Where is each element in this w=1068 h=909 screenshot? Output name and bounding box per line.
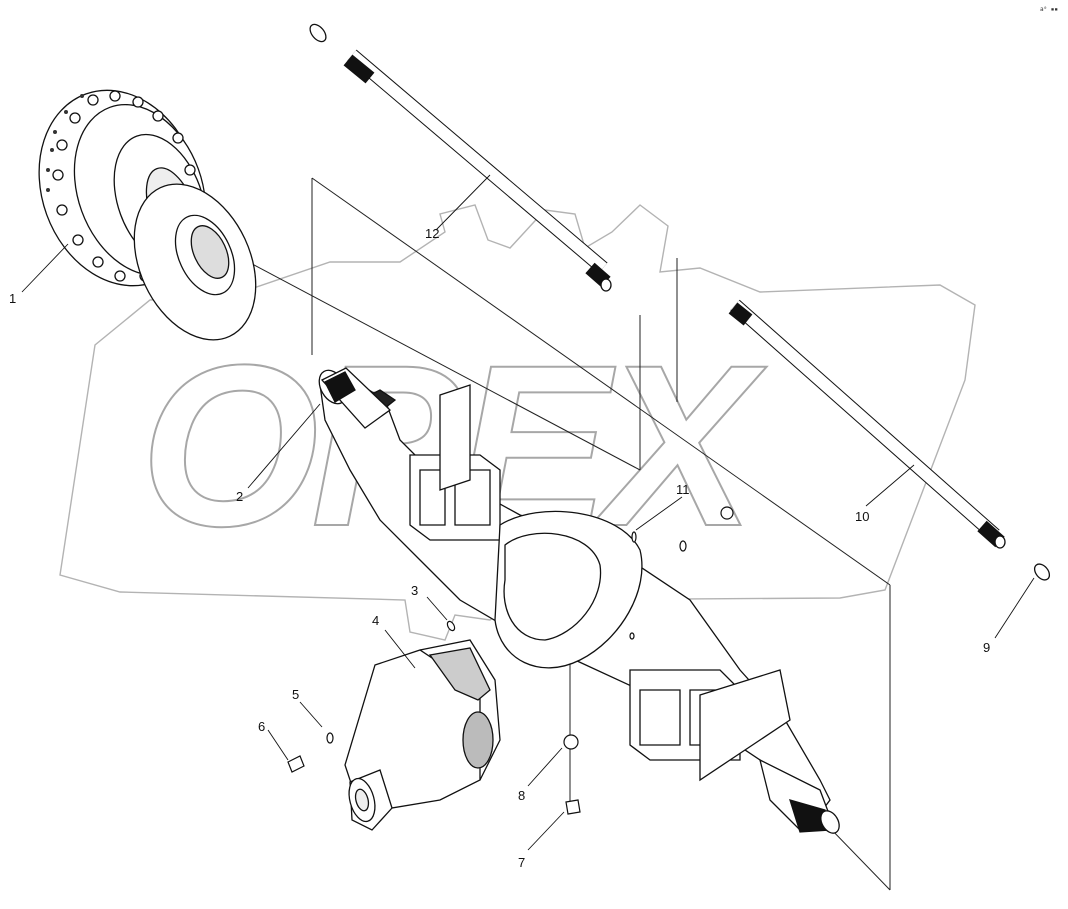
callout-3: 3	[411, 583, 419, 598]
callout-9: 9	[983, 640, 991, 655]
watermark-gear-outline	[59, 204, 976, 641]
plug-near-11	[720, 506, 734, 520]
spindle-right-end	[759, 758, 840, 834]
callout-7: 7	[518, 855, 526, 870]
callout-8: 8	[518, 788, 526, 803]
half-shaft-part-12	[309, 23, 612, 292]
callout-12: 12	[425, 226, 440, 241]
callout-5: 5	[292, 687, 300, 702]
spindle-part-2	[318, 367, 392, 429]
leader-lines	[21, 174, 1035, 851]
callout-2: 2	[236, 489, 244, 504]
corner-mark: a⁰ ▪▪	[1039, 6, 1058, 13]
callout-4: 4	[372, 613, 380, 628]
callout-10: 10	[855, 509, 870, 524]
small-parts	[287, 506, 734, 815]
callout-6: 6	[258, 719, 266, 734]
differential-part-4	[344, 639, 501, 831]
breather-part-11	[631, 531, 637, 543]
washer-part-5	[326, 732, 334, 744]
oring-near-11	[679, 540, 687, 552]
seal-part-8	[563, 734, 579, 750]
drain-hole	[629, 632, 635, 640]
brake-disc	[133, 183, 257, 341]
callout-1: 1	[9, 291, 17, 306]
axle-housing	[319, 371, 831, 821]
bolt-part-6	[287, 755, 305, 773]
callout-11: 11	[676, 482, 690, 497]
half-shaft-part-10	[728, 299, 1051, 581]
plug-part-7	[565, 799, 581, 815]
pin-part-3	[446, 620, 456, 632]
